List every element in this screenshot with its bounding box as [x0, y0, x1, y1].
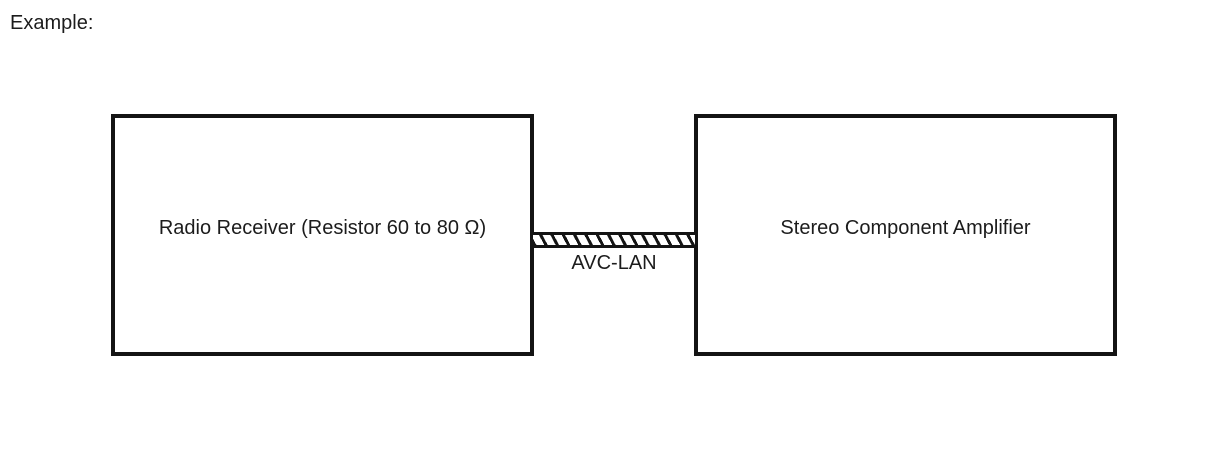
block-radio-receiver-label: Radio Receiver (Resistor 60 to 80 Ω) — [158, 217, 487, 239]
block-stereo-amplifier: Stereo Component Amplifier — [694, 114, 1117, 356]
example-caption: Example: — [10, 12, 94, 34]
avc-lan-bus-connector — [533, 232, 695, 248]
block-radio-receiver: Radio Receiver (Resistor 60 to 80 Ω) — [111, 114, 534, 356]
avc-lan-bus-label: AVC-LAN — [571, 252, 657, 274]
block-stereo-amplifier-label: Stereo Component Amplifier — [780, 217, 1031, 239]
